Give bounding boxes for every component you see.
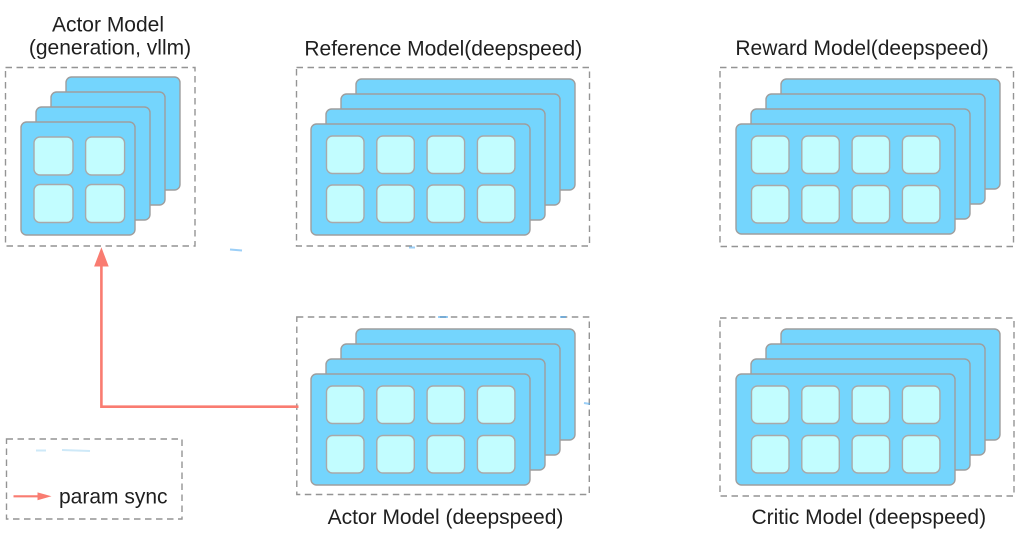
svg-text:Reference Model(deepspeed): Reference Model(deepspeed): [304, 38, 582, 61]
svg-text:Critic Model (deepspeed): Critic Model (deepspeed): [751, 506, 986, 529]
svg-text:param sync: param sync: [59, 486, 168, 509]
svg-text:Reward Model(deepspeed): Reward Model(deepspeed): [735, 37, 988, 60]
svg-text:Actor Model: Actor Model: [52, 13, 164, 36]
svg-text:Actor Model (deepspeed): Actor Model (deepspeed): [328, 506, 564, 529]
svg-text:(generation, vllm): (generation, vllm): [29, 37, 191, 60]
